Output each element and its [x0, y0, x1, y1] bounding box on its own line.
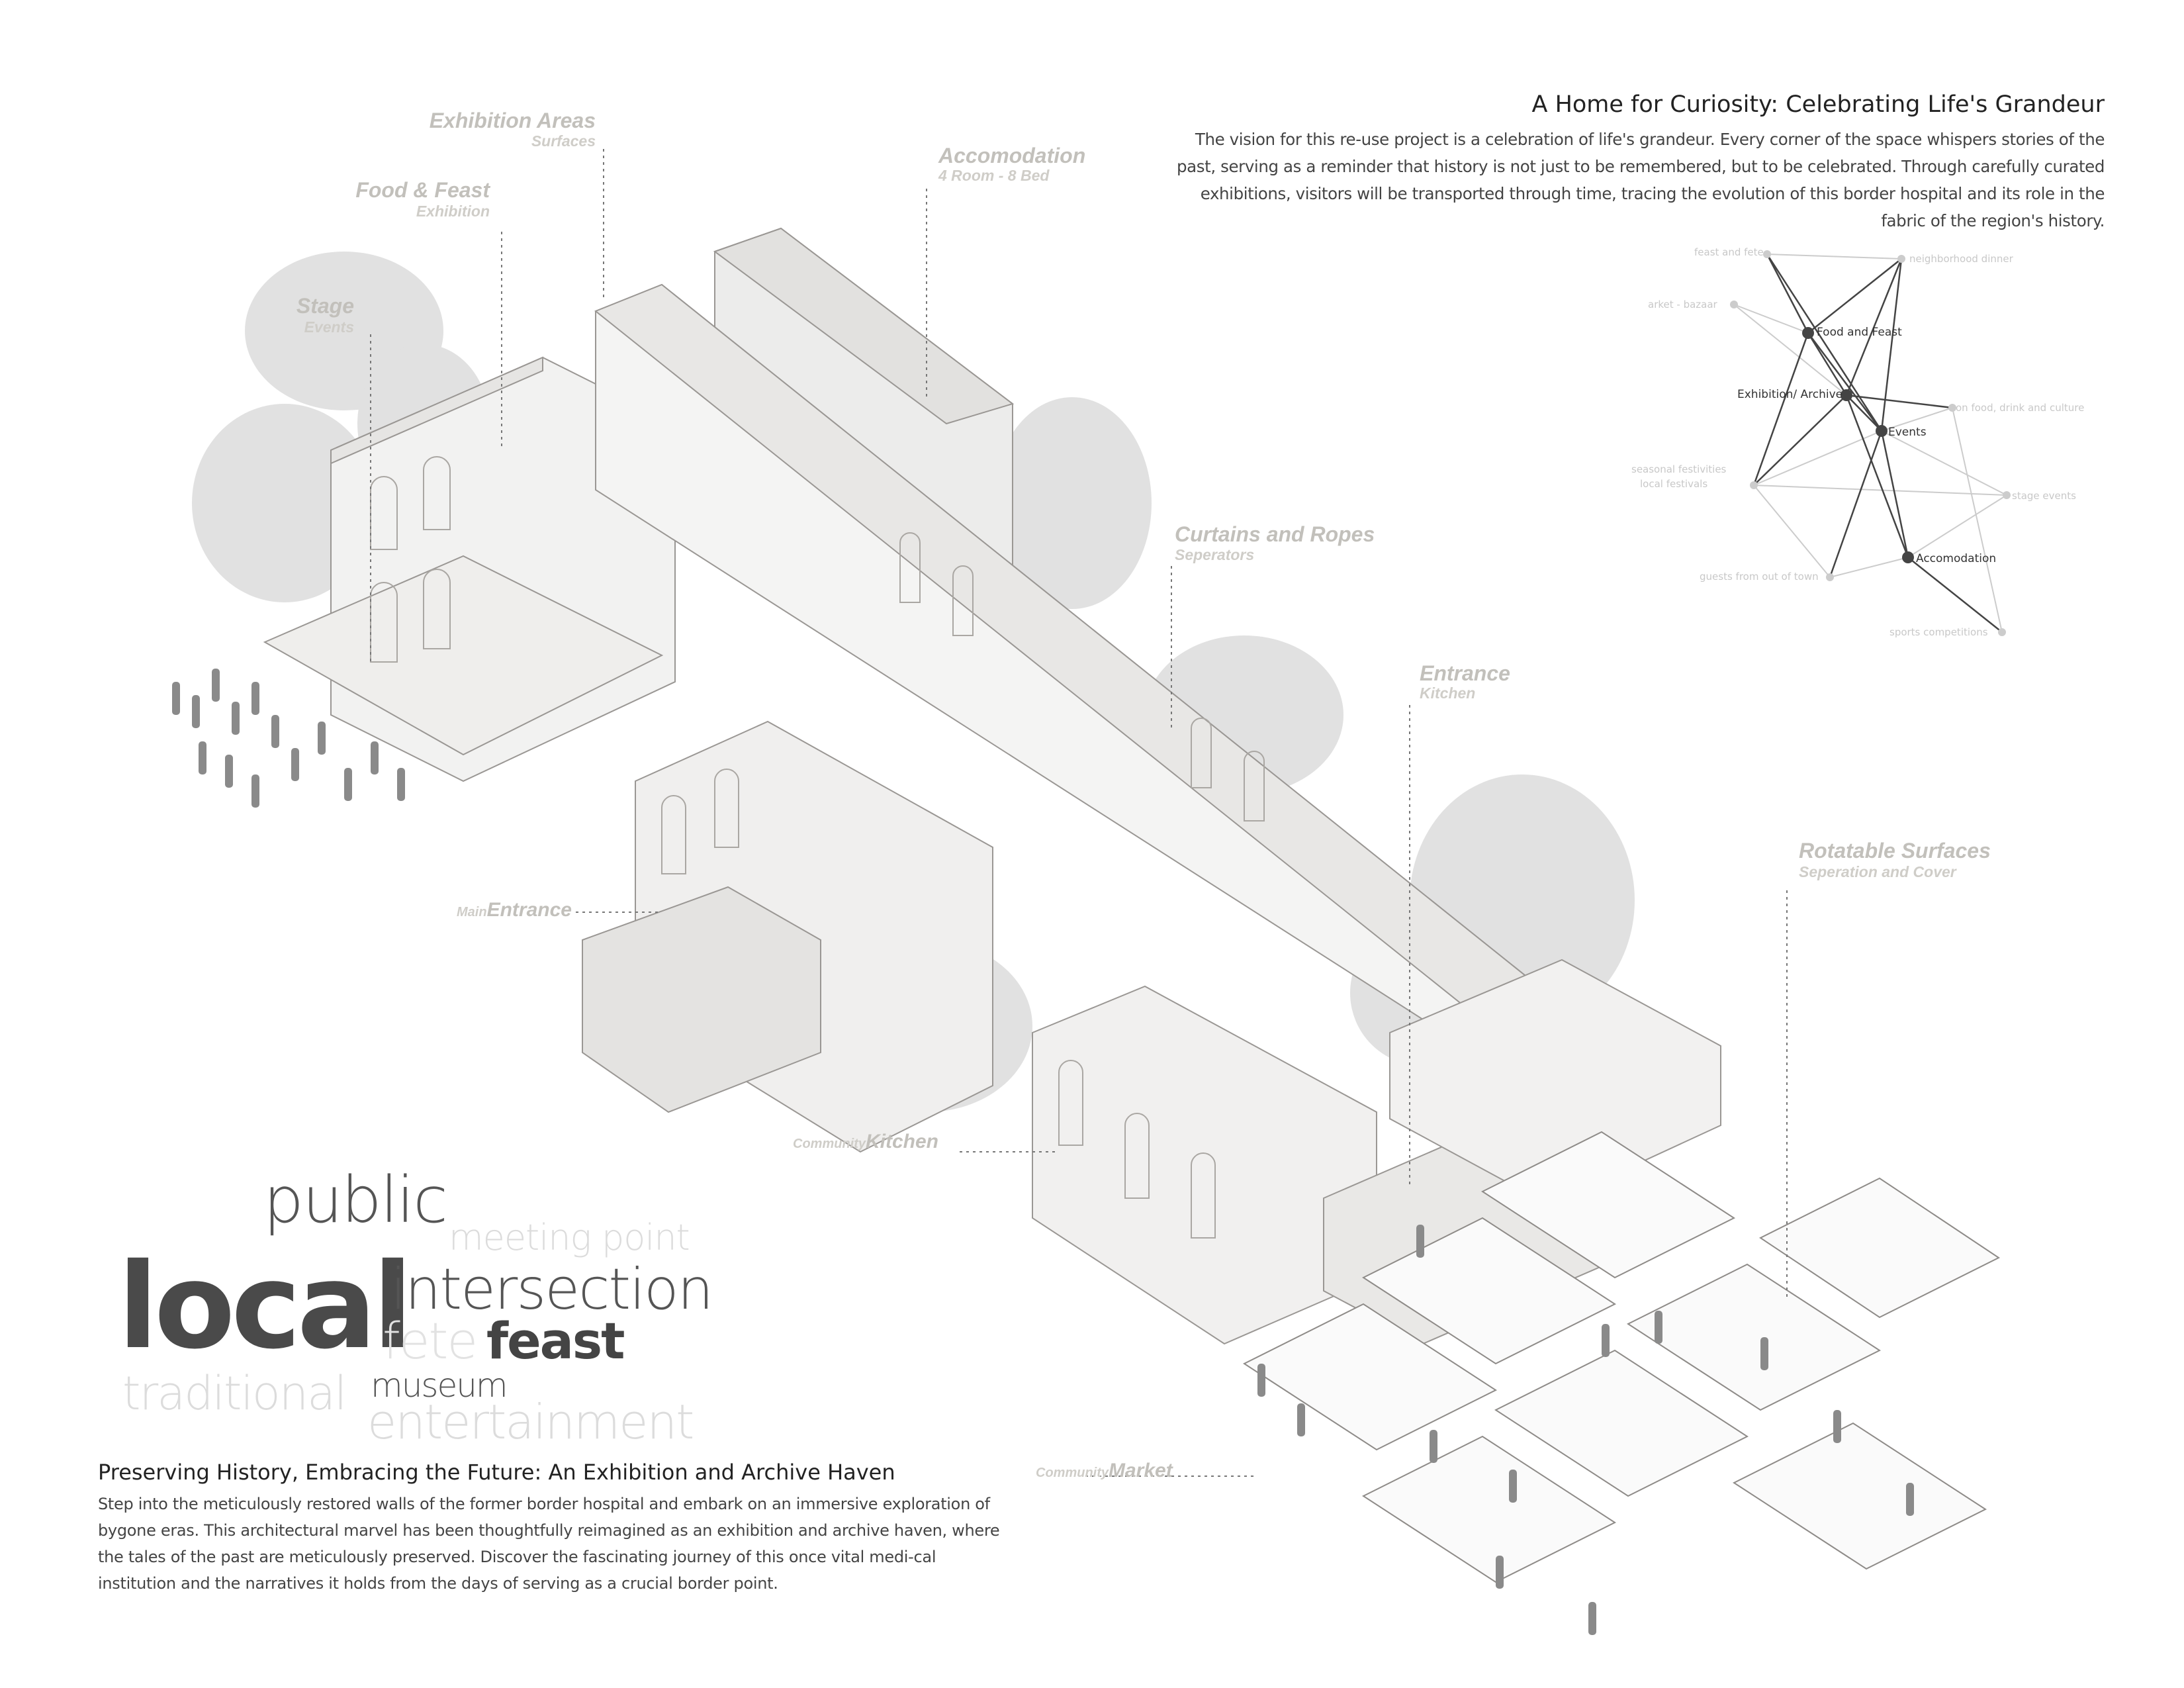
node-events: Events [1888, 426, 1927, 439]
label-stage: Stage [296, 294, 354, 318]
label-main-entrance: MainEntrance [457, 899, 572, 921]
node-food-and-feast: Food and Feast [1817, 326, 1902, 339]
header-title: A Home for Curiosity: Celebrating Life's… [1531, 91, 2105, 118]
label-rotatable-surfaces-sub: Seperation and Cover [1799, 863, 1956, 880]
word-museum: museum [371, 1366, 508, 1405]
node-local-festivals: local festivals [1640, 478, 1708, 490]
node-guests: guests from out of town [1700, 571, 1819, 583]
node-sports: sports competitions [1889, 626, 1988, 638]
word-intersection: intersection [390, 1256, 713, 1323]
leader-lines [370, 149, 1788, 1477]
word-feast: feast [486, 1311, 625, 1370]
label-accomodation-sub: 4 Room - 8 Bed [938, 167, 1050, 184]
label-food-feast-sub: Exhibition [416, 203, 490, 220]
network-diagram [1730, 250, 2011, 636]
label-accomodation: Accomodation [938, 144, 1086, 167]
arched-windows [370, 456, 1265, 1239]
word-traditional: traditional [122, 1366, 347, 1421]
label-main-entrance-pre: Main [457, 905, 487, 919]
node-neighborhood-dinner: neighborhood dinner [1909, 253, 2013, 265]
network-main-edges [1752, 254, 2003, 633]
label-rotatable-surfaces: Rotatable Surfaces [1799, 839, 1991, 863]
header-paragraph: The vision for this re-use project is a … [1177, 130, 2105, 230]
label-entrance-kitchen: Entrance [1420, 661, 1510, 685]
network-faint-nodes [1730, 250, 2011, 636]
node-accomodation: Accomodation [1916, 552, 1997, 565]
word-public: public [263, 1163, 448, 1237]
label-exhibition-areas: Exhibition Areas [429, 109, 596, 132]
node-food-drink-culture: on food, drink and culture [1956, 402, 2085, 414]
market-canopies [1242, 1131, 2000, 1583]
node-bazaar: arket - bazaar [1648, 299, 1717, 310]
label-community-market: CommunityMarket [1036, 1460, 1173, 1482]
node-exhibition-archive: Exhibition/ Archive [1737, 388, 1843, 401]
node-feast-and-fete: feast and fete [1694, 246, 1764, 258]
label-community-kitchen-pre: Community [793, 1137, 866, 1151]
label-community-kitchen-main: Kitchen [866, 1131, 939, 1152]
label-stage-sub: Events [304, 318, 354, 336]
label-community-market-main: Market [1109, 1460, 1173, 1481]
word-local: local [118, 1238, 413, 1375]
people [172, 669, 1914, 1635]
label-food-feast: Food & Feast [355, 178, 490, 202]
network-main-nodes [1802, 327, 1914, 563]
node-stage-events: stage events [2012, 490, 2076, 502]
label-entrance-kitchen-sub: Kitchen [1420, 684, 1476, 702]
footer-paragraph: Step into the meticulously restored wall… [98, 1495, 1000, 1593]
word-meeting-point: meeting point [449, 1217, 690, 1258]
label-community-market-pre: Community [1036, 1466, 1109, 1480]
node-seasonal-festivities: seasonal festivities [1631, 463, 1727, 475]
footer-title: Preserving History, Embracing the Future… [98, 1460, 895, 1485]
label-community-kitchen: CommunityKitchen [793, 1131, 938, 1153]
word-fete: fete [383, 1311, 478, 1370]
label-curtains-ropes-sub: Seperators [1175, 546, 1255, 563]
label-main-entrance-main: Entrance [486, 899, 572, 921]
label-curtains-ropes: Curtains and Ropes [1175, 522, 1375, 546]
label-exhibition-areas-sub: Surfaces [531, 132, 596, 150]
word-entertainment: entertainment [367, 1394, 694, 1450]
